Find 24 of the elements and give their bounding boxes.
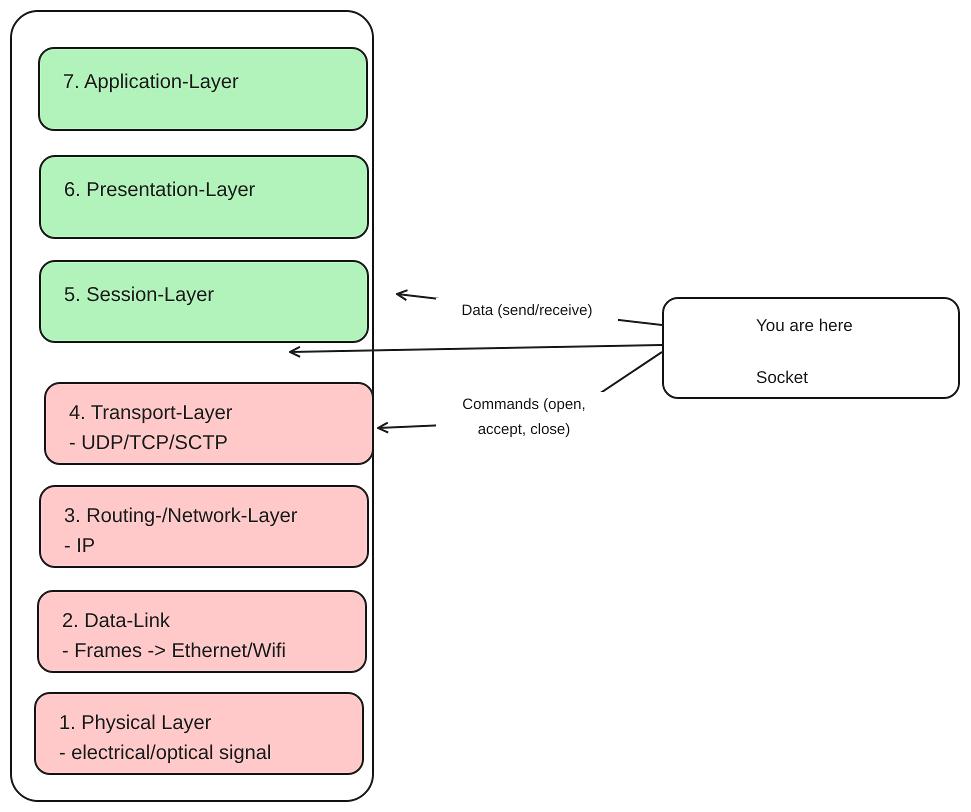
- layer-title: 2. Data-Link: [62, 609, 171, 634]
- socket-box: [662, 297, 960, 399]
- layer-title: 7. Application-Layer: [63, 70, 240, 95]
- layer-title: 3. Routing-/Network-Layer: [64, 504, 298, 529]
- layer-box: [39, 260, 369, 343]
- layer-box: [38, 47, 368, 131]
- layer-detail: - UDP/TCP/SCTP: [69, 431, 229, 456]
- layer-detail: - electrical/optical signal: [59, 741, 272, 766]
- socket-text: You are here: [756, 315, 854, 337]
- layer-detail: - IP: [64, 534, 96, 559]
- edge-label: Data (send/receive): [436, 298, 618, 323]
- layer-box: [39, 155, 369, 239]
- layer-title: 1. Physical Layer: [59, 711, 212, 736]
- layer-box: [34, 692, 364, 775]
- layer-detail: - Frames -> Ethernet/Wifi: [62, 639, 287, 664]
- layer-box: [37, 590, 367, 673]
- arrow: [289, 344, 662, 358]
- layer-box: [44, 382, 374, 465]
- socket-text: Socket: [756, 366, 809, 388]
- layer-stack-container: [10, 10, 374, 802]
- layer-box: [39, 485, 369, 568]
- layer-title: 4. Transport-Layer: [69, 401, 234, 426]
- layer-title: 5. Session-Layer: [64, 283, 216, 308]
- layer-title: 6. Presentation-Layer: [64, 178, 256, 203]
